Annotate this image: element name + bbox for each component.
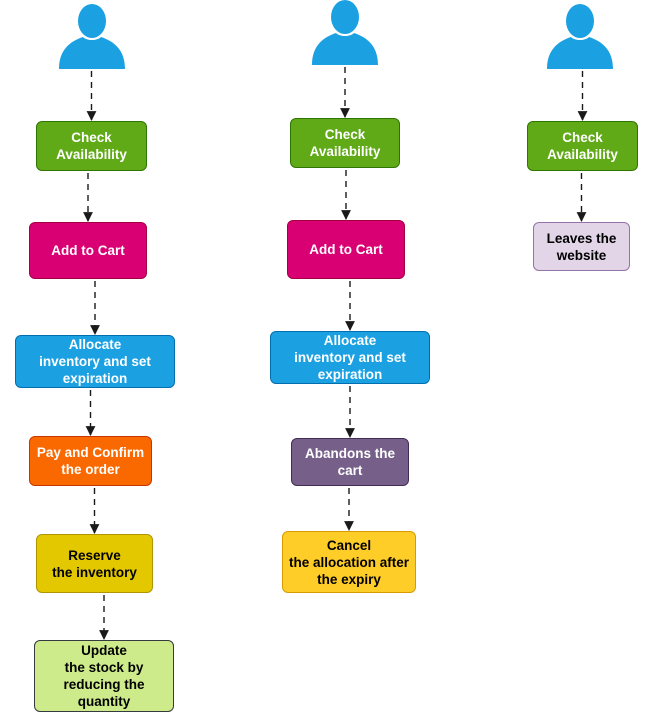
flow-step: Check Availability [290,118,400,168]
user-icon [312,0,378,65]
flow-step: Allocate inventory and set expiration [270,331,430,384]
user-icon [547,4,613,69]
flow-step: Update the stock by reducing the quantit… [34,640,174,712]
flow-step: Pay and Confirm the order [29,436,152,486]
connectors [83,67,588,640]
flow-step: Allocate inventory and set expiration [15,335,175,388]
flow-step: Add to Cart [287,220,405,279]
flow-step: Abandons the cart [291,438,409,486]
flow-step: Check Availability [36,121,147,171]
flow-step: Cancel the allocation after the expiry [282,531,416,593]
user-icon [59,4,125,69]
flow-step: Reserve the inventory [36,534,153,593]
flow-step: Check Availability [527,121,638,171]
flow-step: Add to Cart [29,222,147,279]
flow-step: Leaves the website [533,222,630,271]
